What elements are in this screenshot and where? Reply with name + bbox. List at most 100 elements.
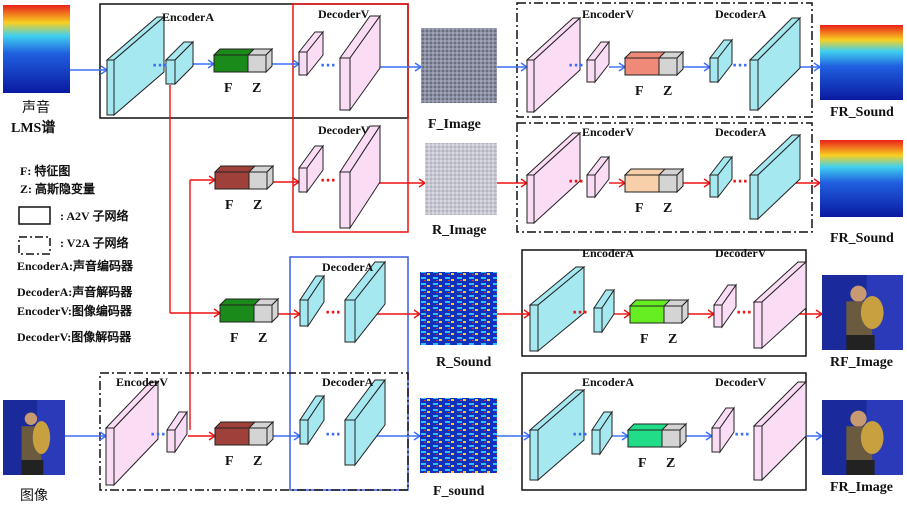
label-r-image: R_Image bbox=[432, 223, 486, 238]
fz-block-r3 bbox=[218, 297, 280, 324]
v2a-box-row2-part2 bbox=[516, 122, 813, 233]
encoder-v-small-layer-r4 bbox=[166, 410, 188, 454]
label-fr-image: FR_Image bbox=[830, 480, 893, 495]
input-image-label: 图像 bbox=[20, 488, 48, 504]
label-r-sound: R_Sound bbox=[436, 355, 491, 370]
z-label: Z bbox=[666, 456, 675, 471]
decoder-v-small-layer-r2 bbox=[298, 144, 324, 194]
label-fr-sound-1: FR_Sound bbox=[830, 105, 894, 120]
decoder-v-small-layer-r1 bbox=[297, 30, 325, 77]
encoder-v-big-layer-r4 bbox=[104, 380, 160, 487]
r-sound-output bbox=[420, 272, 497, 345]
ellipsis-dots: ··· bbox=[572, 427, 588, 443]
legend-f: F: 特征图 bbox=[20, 163, 70, 178]
decoder-v-big-layer-r2 bbox=[339, 124, 381, 230]
encoder-v-small-layer-p2r2 bbox=[585, 155, 611, 199]
z-label: Z bbox=[663, 201, 672, 216]
decoder-a-big-layer-p2r2 bbox=[748, 133, 802, 221]
z-label: Z bbox=[668, 332, 677, 347]
ellipsis-dots: ··· bbox=[320, 173, 336, 189]
fz-block-p2r3 bbox=[628, 298, 690, 325]
v2a-box-row4 bbox=[99, 372, 409, 491]
decoder-a-small-layer-r4 bbox=[299, 394, 325, 446]
z-label: Z bbox=[253, 454, 262, 469]
label-decoder-a-p2r1: DecoderA bbox=[715, 7, 767, 21]
input-image bbox=[3, 400, 65, 475]
label-f-sound: F_sound bbox=[433, 484, 485, 499]
f-label: F bbox=[635, 201, 644, 216]
f-label: F bbox=[638, 456, 647, 471]
label-f-image: F_Image bbox=[428, 117, 481, 132]
encoder-a-big-layer-p2r4 bbox=[528, 388, 586, 482]
encoder-v-small-layer-p2r1 bbox=[585, 40, 611, 84]
legend-decoder-v: DecoderV:图像解码器 bbox=[17, 329, 132, 344]
legend-z: Z: 高斯隐变量 bbox=[20, 181, 95, 196]
label-encoder-a-p2r4: EncoderA bbox=[582, 375, 634, 389]
label-decoder-a-p2r2: DecoderA bbox=[715, 125, 767, 139]
fz-block-p2r1 bbox=[623, 50, 685, 77]
ellipsis-dots: ··· bbox=[325, 305, 341, 321]
fr-image-output bbox=[822, 400, 903, 475]
z-label: Z bbox=[258, 331, 267, 346]
ellipsis-dots: ··· bbox=[732, 174, 748, 190]
ellipsis-dots: ··· bbox=[568, 174, 584, 190]
decoder-a-small-layer-p2r1 bbox=[708, 38, 734, 84]
encoder-a-big-layer-r1 bbox=[105, 15, 166, 117]
input-spectrogram bbox=[3, 5, 70, 93]
legend-solid-box bbox=[18, 206, 51, 225]
legend-v2a: : V2A 子网络 bbox=[60, 235, 128, 250]
ellipsis-dots: ··· bbox=[734, 427, 750, 443]
label-encoder-v-p2r1: EncoderV bbox=[582, 7, 634, 21]
legend-encoder-v: EncoderV:图像编码器 bbox=[17, 303, 133, 318]
ellipsis-dots: ··· bbox=[572, 305, 588, 321]
r-image-output bbox=[425, 143, 497, 215]
fz-block-p2r2 bbox=[623, 167, 685, 194]
legend-encoder-a: EncoderA:声音编码器 bbox=[17, 258, 134, 273]
decoder-a-small-layer-r3 bbox=[299, 274, 325, 328]
encoder-a-small-layer-p2r4 bbox=[591, 410, 613, 456]
fr-sound-output-2 bbox=[820, 140, 903, 217]
label-fr-sound-2: FR_Sound bbox=[830, 231, 894, 246]
legend-a2v: : A2V 子网络 bbox=[60, 208, 128, 223]
label-encoder-a-p2r3: EncoderA bbox=[582, 246, 634, 260]
ellipsis-dots: ··· bbox=[320, 58, 336, 74]
f-label: F bbox=[230, 331, 239, 346]
label-rf-image: RF_Image bbox=[830, 355, 893, 370]
f-label: F bbox=[225, 454, 234, 469]
decoder-a-big-layer-p2r1 bbox=[748, 16, 802, 112]
ellipsis-dots: ··· bbox=[568, 58, 584, 74]
label-decoder-v-r1: DecoderV bbox=[318, 7, 370, 21]
label-encoder-v-r4: EncoderV bbox=[116, 375, 168, 389]
f-image-output bbox=[421, 28, 497, 103]
ellipsis-dots: ··· bbox=[152, 58, 168, 74]
z-label: Z bbox=[253, 198, 262, 213]
input-sound-label: 声音 bbox=[22, 99, 50, 116]
decoder-a-big-layer-r4 bbox=[344, 378, 386, 467]
encoder-v-big-layer-p2r1 bbox=[525, 16, 582, 114]
decoder-v-small-layer-p2r3 bbox=[713, 283, 737, 329]
f-label: F bbox=[640, 332, 649, 347]
fz-block-p2r4 bbox=[626, 422, 688, 449]
label-decoder-v-r2: DecoderV bbox=[318, 123, 370, 137]
ellipsis-dots: ··· bbox=[736, 305, 752, 321]
decoder-a-small-layer-p2r2 bbox=[708, 155, 734, 199]
fz-block-r1 bbox=[212, 47, 274, 74]
decoder-a-big-layer-r3 bbox=[343, 260, 387, 344]
label-decoder-v-p2r4: DecoderV bbox=[715, 375, 767, 389]
f-sound-output bbox=[420, 398, 497, 473]
decoder-v-big-layer-p2r3 bbox=[752, 260, 808, 350]
rf-image-output bbox=[822, 275, 903, 350]
legend-decoder-a: DecoderA:声音解码器 bbox=[17, 284, 133, 299]
ellipsis-dots: ··· bbox=[732, 58, 748, 74]
v2a-box-row1-part2 bbox=[516, 2, 813, 118]
decoder-v-red-box bbox=[292, 3, 409, 233]
encoder-a-big-layer-p2r3 bbox=[528, 265, 586, 353]
ellipsis-dots: ··· bbox=[150, 427, 166, 443]
decoder-v-small-layer-p2r4 bbox=[711, 406, 735, 454]
z-label: Z bbox=[663, 84, 672, 99]
input-sound-sublabel: LMS谱 bbox=[11, 119, 55, 136]
f-label: F bbox=[224, 81, 233, 96]
label-decoder-v-p2r3: DecoderV bbox=[715, 246, 767, 260]
